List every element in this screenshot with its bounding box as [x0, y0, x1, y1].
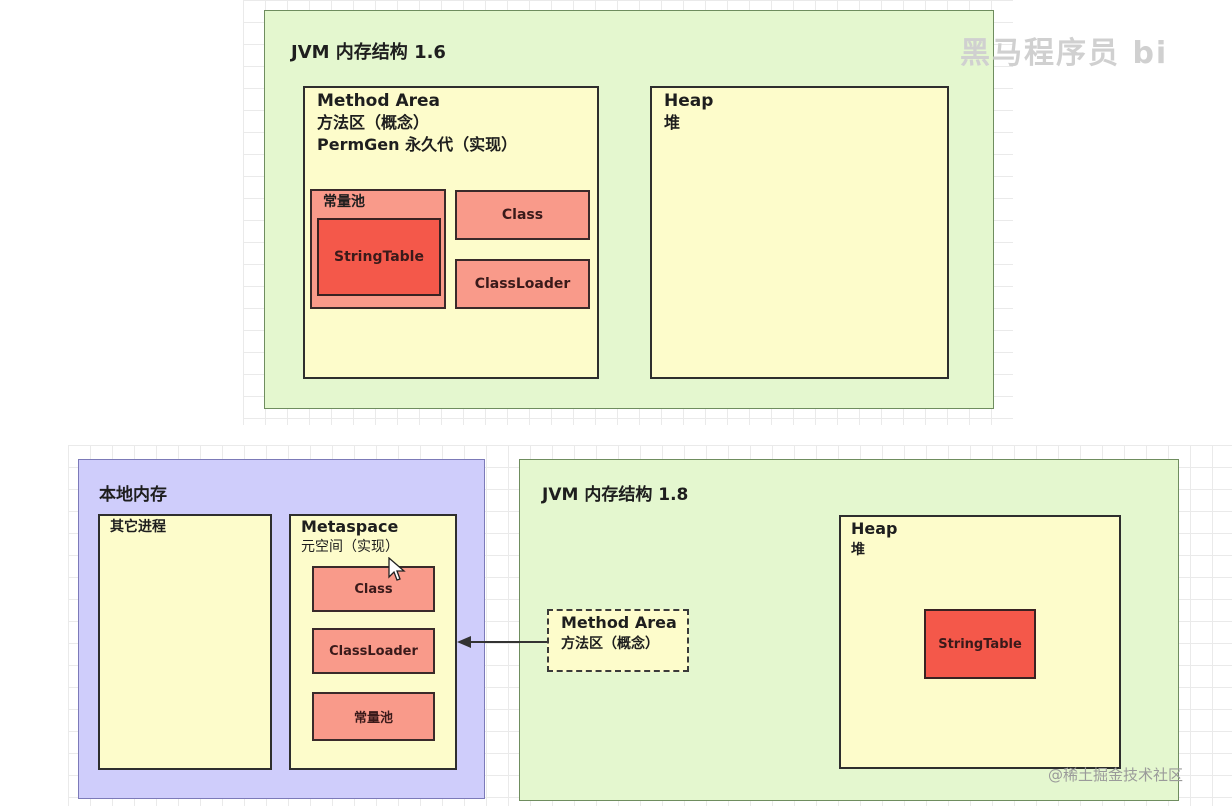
native-memory-title: 本地内存: [99, 485, 167, 505]
mouse-cursor-icon: [388, 557, 406, 581]
arrow-method-area-to-metaspace: [457, 636, 547, 648]
method-area-label: Method Area: [317, 91, 440, 111]
jvm18-heap-label: Heap: [851, 519, 898, 538]
jvm16-heap: Heap 堆: [650, 86, 949, 379]
other-process-label: 其它进程: [110, 519, 166, 535]
jvm18-method-area-label: Method Area: [561, 613, 677, 632]
constant-pool-label: 常量池: [323, 194, 365, 210]
metaspace-label: Metaspace: [301, 517, 399, 536]
credit-watermark: @稀土掘金技术社区: [1048, 766, 1184, 784]
jvm16-class-box: Class: [455, 190, 590, 240]
metaspace-class-box: Class: [312, 566, 435, 612]
jvm16-title: JVM 内存结构 1.6: [291, 42, 446, 63]
jvm16-string-table: StringTable: [317, 218, 441, 296]
other-process-box: 其它进程: [98, 514, 272, 770]
watermark-logo: 黑马程序员 bi: [960, 36, 1169, 71]
permgen-label: PermGen 永久代（实现）: [317, 135, 518, 154]
jvm18-method-area-concept-label: 方法区（概念）: [561, 636, 659, 652]
heap-cn-label: 堆: [664, 113, 681, 132]
jvm18-title: JVM 内存结构 1.8: [542, 485, 689, 505]
heap-label: Heap: [664, 91, 714, 111]
jvm18-string-table: StringTable: [924, 609, 1036, 679]
jvm16-classloader-box: ClassLoader: [455, 259, 590, 309]
metaspace-constant-pool-box: 常量池: [312, 692, 435, 741]
metaspace-classloader-box: ClassLoader: [312, 628, 435, 674]
jvm18-method-area: Method Area 方法区（概念）: [547, 609, 689, 672]
method-area-concept-label: 方法区（概念）: [317, 113, 430, 132]
jvm18-heap-cn-label: 堆: [851, 542, 865, 558]
metaspace-impl-label: 元空间（实现）: [301, 539, 399, 555]
